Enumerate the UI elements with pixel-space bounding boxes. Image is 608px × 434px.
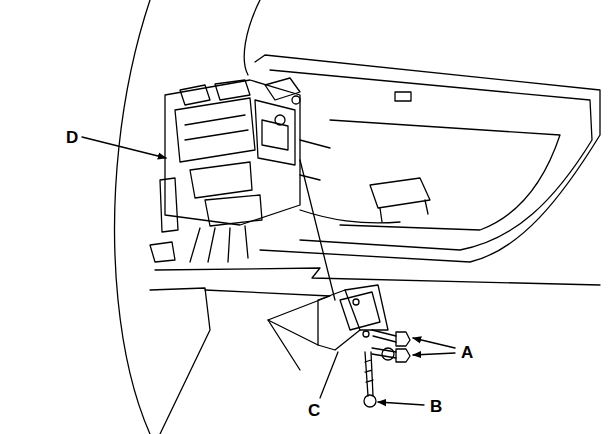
callout-letter: C <box>308 402 320 419</box>
leader-a <box>413 353 455 355</box>
fuse-box-lines <box>300 140 330 180</box>
opening-outer <box>255 55 600 262</box>
dash-left-curve <box>115 0 150 434</box>
dash-inner-curve <box>244 0 260 75</box>
bracket <box>268 160 388 350</box>
screw-b-head <box>364 395 376 407</box>
bracket-plate <box>318 290 360 350</box>
bolt-a-upper <box>372 330 396 342</box>
dash-kick-panel <box>205 290 330 370</box>
opening-rear <box>330 120 560 230</box>
leader-b <box>378 402 424 405</box>
fuse-box-top <box>180 80 250 105</box>
fuse-box-front <box>175 98 255 162</box>
leader-lines <box>82 137 455 405</box>
callout-letter: B <box>430 398 442 415</box>
opening-inner <box>270 70 592 250</box>
bracket-arm <box>345 285 388 330</box>
bracket-block <box>340 292 380 330</box>
leader-a <box>413 338 455 348</box>
fuse-box-connectors <box>160 162 262 232</box>
glove-box-opening <box>255 55 600 262</box>
screw-b-shank <box>365 352 373 396</box>
callout-letter: A <box>461 344 473 361</box>
washer <box>382 348 394 360</box>
dash-lower-edge <box>155 268 600 285</box>
fuse-box-relays <box>255 100 295 165</box>
dashboard-outline <box>115 0 600 434</box>
opening-tab <box>395 92 411 101</box>
fuse-box-harness <box>150 226 248 262</box>
opening-clip <box>370 178 430 222</box>
bracket-hole <box>363 331 369 337</box>
bolt-a-upper-head <box>396 332 410 346</box>
screws <box>364 330 410 407</box>
bracket-guide <box>268 160 335 345</box>
callout-letter: D <box>66 129 78 146</box>
mount-bolt <box>275 115 285 125</box>
bolt-a-lower-head <box>396 349 410 362</box>
leader-c <box>320 352 338 398</box>
mount-bolt <box>292 96 300 104</box>
fuse-box-body <box>165 80 300 225</box>
bracket-hole <box>353 299 359 305</box>
leader-d <box>82 137 166 158</box>
dash-lower-panel <box>150 288 210 434</box>
